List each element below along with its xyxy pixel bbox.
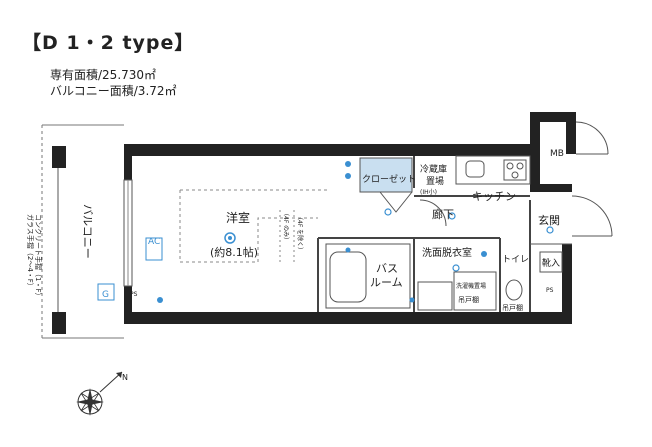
toilet-bowl xyxy=(505,279,523,301)
room-label-bath-1: バス xyxy=(376,262,398,275)
room-label-closet: クローゼット xyxy=(362,173,416,185)
room-label-hallway: 廊下 xyxy=(432,207,454,221)
north-label: N xyxy=(122,373,128,382)
railing-label-2: ガラス手摺（2〜4・F） xyxy=(26,214,35,290)
fridge-label: 冷蔵庫 xyxy=(420,163,447,175)
room-outline xyxy=(179,190,318,263)
entrance-door-swing xyxy=(571,195,613,237)
room-label-entrance: 玄関 xyxy=(538,213,560,227)
mb-door-swing xyxy=(575,121,609,155)
hall-door-swing xyxy=(419,199,447,227)
room-label-storage: 靴入 xyxy=(542,257,560,269)
room-label-toilet: トイレ xyxy=(502,255,529,265)
closet-door-swing xyxy=(379,191,413,213)
balcony-area-text: バルコニー面積/3.72㎡ xyxy=(50,84,177,98)
gas-label: G xyxy=(102,290,109,300)
room-label-kitchen: キッチン xyxy=(472,190,516,203)
entrance-light-icon xyxy=(546,226,554,234)
ac-unit xyxy=(145,237,163,261)
cabinet-label-1: 吊戸棚 xyxy=(458,295,479,304)
floor-note-1: （4F のみ） xyxy=(282,210,289,243)
fridge-note: (IH小) xyxy=(420,188,437,196)
floor-note-2: （4F を除く） xyxy=(296,214,304,253)
bathroom-box xyxy=(325,243,411,309)
kitchen-counter xyxy=(455,155,531,185)
gas-meter xyxy=(97,283,115,301)
ps-label-2: PS xyxy=(546,287,554,294)
wash-light-icon xyxy=(452,264,460,272)
room-label-western: 洋室 xyxy=(226,210,250,225)
railing-label-1: コンクリート手摺（1・F） xyxy=(34,214,43,299)
interior-walls xyxy=(317,156,531,312)
balcony-label: バルコニー xyxy=(81,204,94,259)
exterior-walls xyxy=(124,112,576,324)
room-size-western: (約8.1帖) xyxy=(210,245,258,259)
electrical-outlets xyxy=(157,161,487,303)
balcony-column-bottom xyxy=(52,312,66,334)
mb-label: MB xyxy=(550,149,564,159)
fridge-place-label: 置場 xyxy=(426,175,444,187)
shoe-storage xyxy=(539,251,563,273)
room-label-bath-2: ルーム xyxy=(370,276,403,289)
room-label-washroom: 洗面脱衣室 xyxy=(422,246,472,259)
bathtub xyxy=(329,251,367,303)
ceiling-light-icon xyxy=(224,232,236,244)
hall-light-icon xyxy=(448,212,456,220)
compass-icon xyxy=(76,371,123,416)
washer-area xyxy=(453,271,497,311)
closet-light-icon xyxy=(384,208,392,216)
washer-label: 洗濯機置場 xyxy=(456,282,486,290)
ac-label: AC xyxy=(148,237,160,247)
cabinet-label-2: 吊戸棚 xyxy=(502,303,523,312)
ps-label-1: PS xyxy=(130,291,138,298)
balcony-column-top xyxy=(52,146,66,168)
private-area-text: 専有面積/25.730㎡ xyxy=(50,68,157,82)
stove xyxy=(503,159,527,181)
closet-area xyxy=(359,157,413,193)
washbasin xyxy=(417,281,453,311)
kitchen-sink xyxy=(465,160,485,178)
plan-title: 【D 1・2 type】 xyxy=(22,32,195,54)
